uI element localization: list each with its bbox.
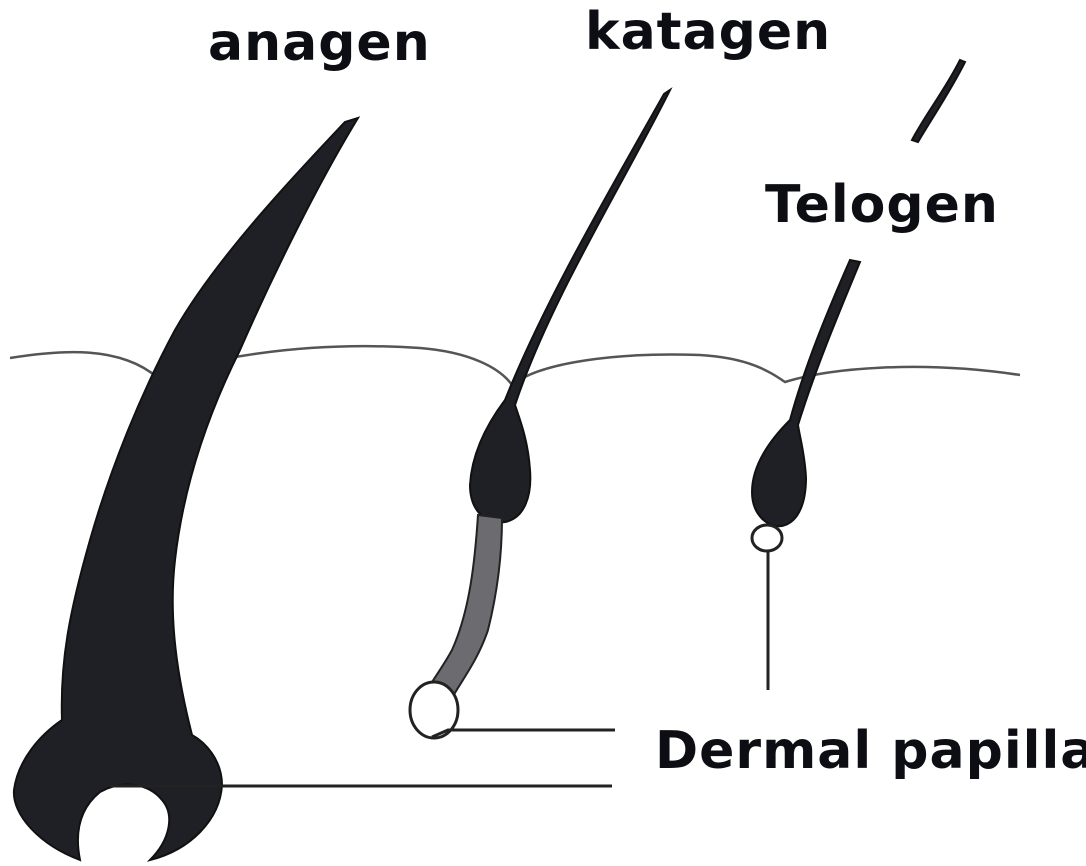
katagen-hair-shaft (470, 90, 670, 522)
telogen-hair-upper (912, 60, 965, 142)
katagen-papilla-leader (432, 730, 615, 737)
label-dermal-papilla: Dermal papilla (655, 721, 1086, 781)
label-anagen: anagen (208, 13, 431, 73)
telogen-hair (752, 60, 965, 551)
anagen-hair-shaft (14, 118, 358, 860)
katagen-epithelial-strand (428, 515, 502, 698)
anagen-hair (14, 118, 358, 860)
telogen-dermal-papilla (752, 525, 782, 551)
telogen-hair-shaft (752, 260, 860, 526)
label-katagen: katagen (585, 2, 831, 62)
label-telogen: Telogen (765, 175, 999, 235)
katagen-hair (410, 90, 670, 738)
